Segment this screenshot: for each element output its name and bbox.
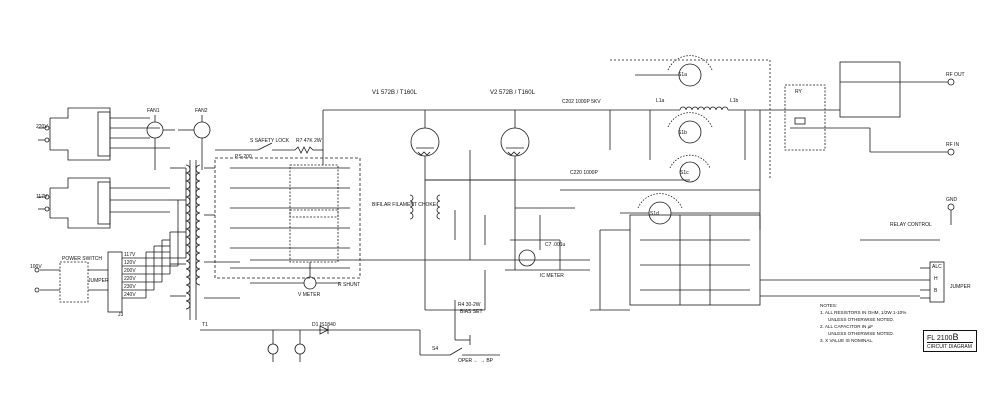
note-line-5: 3. X VALUE IS NOMINAL. — [820, 338, 874, 343]
label-rf-out: RF OUT — [946, 72, 965, 78]
label-ry: RY — [795, 89, 802, 95]
label-safety-lock: S SAFETY LOCK — [250, 138, 290, 144]
label-tap-240: 240V — [124, 292, 136, 298]
label-l1b: L1b — [730, 98, 739, 104]
gnd-connector — [947, 203, 955, 225]
title-block: FL 2100B CIRCUIT DIAGRAM — [923, 330, 977, 352]
diagram-title: CIRCUIT DIAGRAM — [927, 342, 973, 350]
label-fan2: FAN2 — [195, 108, 208, 114]
label-h: H — [934, 276, 938, 282]
label-gnd: GND — [946, 197, 958, 203]
label-100v: 100V — [30, 264, 42, 270]
label-tap-220: 220V — [124, 276, 136, 282]
model-number: FL 2100B — [927, 332, 959, 342]
relay-jumper-block — [860, 239, 945, 303]
note-line-4: UNLESS OTHERWISE NOTED. — [828, 331, 895, 336]
label-s1b: S1b — [678, 130, 687, 136]
label-b: B — [934, 288, 938, 294]
label-bias-set: BIAS SET — [460, 309, 483, 315]
rf-in-connector — [869, 128, 955, 156]
label-rf-in: RF IN — [946, 142, 960, 148]
label-alc: ALC — [932, 264, 942, 270]
label-oper: OPER ← → BP — [458, 358, 494, 364]
tube-v1 — [410, 110, 440, 180]
note-line-1: 1. ALL RESISTORS IN OHM, 1/2W 1-10% — [820, 310, 907, 315]
label-power-switch: POWER SWITCH — [62, 256, 102, 262]
power-switch-jumper — [34, 168, 187, 313]
label-117v: 117V — [36, 194, 48, 200]
label-tap-120: 120V — [124, 260, 136, 266]
label-jumper-right: JUMPER — [950, 284, 971, 290]
label-vmeter: V METER — [298, 292, 321, 298]
plug-117v — [38, 177, 170, 229]
fan-1 — [146, 115, 175, 170]
notes-heading: NOTES: — [820, 303, 838, 308]
load-capacitor-bank — [590, 214, 920, 311]
label-s1a: S1a — [678, 72, 687, 78]
label-fan1: FAN1 — [147, 108, 160, 114]
label-rfc: BIFILAR FILAMENT CHOKE — [372, 202, 437, 208]
model-suffix: B — [952, 332, 959, 342]
notes-block: NOTES: 1. ALL RESISTORS IN OHM, 1/2W 1-1… — [820, 302, 915, 344]
label-l1a: L1a — [656, 98, 665, 104]
voltage-meter — [250, 262, 340, 290]
label-j3: J3 — [118, 312, 124, 318]
note-line-3: 2. ALL CAPACITOR IN µF — [820, 324, 874, 329]
tank-coil-l1 — [609, 106, 790, 230]
label-r7: R7 47K 2W — [296, 138, 322, 144]
output-filter — [839, 61, 955, 118]
band-switch-s1b — [667, 112, 713, 144]
label-r4: R4 30-2W — [458, 302, 481, 308]
band-switch-s1d — [620, 193, 760, 225]
label-d1: D1 IS1840 — [312, 322, 336, 328]
label-s4: S4 — [432, 346, 439, 352]
fan-2 — [178, 115, 211, 170]
label-tube-v1: V1 572B / T160L — [372, 90, 417, 96]
label-jumper-left: JUMPER — [88, 278, 109, 284]
label-c7: C7 .001u — [545, 242, 566, 248]
antenna-relay — [784, 84, 870, 151]
power-transformer-t1 — [170, 160, 240, 320]
label-220v: 220V — [36, 124, 48, 130]
label-shunt: R SHUNT — [338, 282, 361, 288]
band-switch-s1a — [635, 55, 713, 87]
label-ic-meter: IC METER — [540, 273, 564, 279]
label-tap-200: 200V — [124, 268, 136, 274]
tube-v2 — [500, 110, 530, 180]
label-tap-230: 230V — [124, 284, 136, 290]
diode-d1 — [319, 325, 329, 335]
plate-current-meter — [510, 239, 561, 270]
label-tap-117: 117V — [124, 252, 136, 258]
label-s1c: S1c — [680, 170, 689, 176]
label-c202: C202 1000P 5KV — [562, 99, 601, 105]
safety-lock — [215, 110, 324, 165]
label-tube-v2: V2 572B / T160L — [490, 90, 535, 96]
hv-supply-board — [214, 157, 361, 279]
label-ps: PS-200 — [235, 154, 252, 160]
note-line-2: UNLESS OTHERWISE NOTED. — [828, 317, 895, 322]
label-relay-control: RELAY CONTROL — [890, 222, 932, 228]
label-s1d: S1d — [650, 211, 659, 217]
lamps — [267, 330, 306, 362]
switch-s4 — [419, 330, 500, 356]
plug-220v — [38, 107, 170, 161]
band-switch-s1c — [669, 154, 711, 183]
label-t1: T1 — [202, 322, 208, 328]
cathode-circuit — [250, 150, 590, 345]
label-c220: C220 1000P — [570, 170, 598, 176]
